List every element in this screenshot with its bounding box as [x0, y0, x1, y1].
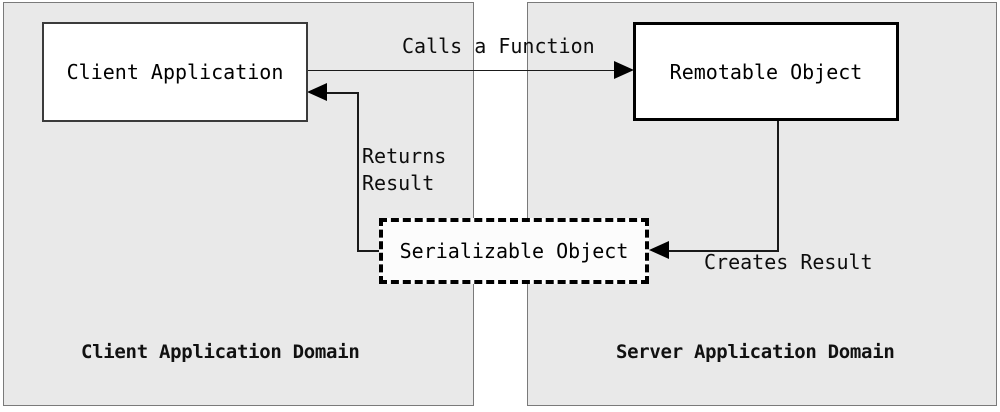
returns-result-connector-segment-vertical: [357, 92, 359, 252]
calls-a-function-connector-line: [308, 70, 618, 71]
remotable-object-node[interactable]: Remotable Object: [633, 22, 899, 121]
creates-result-connector-segment-horizontal: [668, 250, 779, 252]
client-application-node[interactable]: Client Application: [42, 22, 308, 122]
returns-result-label-line1: Returns: [362, 144, 447, 168]
creates-result-arrowhead-icon: [649, 241, 669, 259]
client-application-node-label: Client Application: [66, 60, 284, 84]
returns-result-label-line2: Result: [362, 171, 435, 195]
creates-result-label: Creates Result: [704, 250, 873, 274]
serializable-object-node[interactable]: Serializable Object: [379, 218, 649, 284]
calls-a-function-arrowhead-icon: [614, 61, 634, 79]
returns-result-connector-segment-top: [325, 92, 359, 94]
remotable-object-node-label: Remotable Object: [669, 59, 863, 84]
returns-result-arrowhead-icon: [307, 83, 327, 101]
server-application-domain-label: Server Application Domain: [616, 341, 895, 363]
returns-result-connector-segment-bottom: [357, 250, 381, 252]
serializable-object-node-label: Serializable Object: [399, 239, 629, 263]
calls-a-function-label: Calls a Function: [402, 34, 595, 58]
client-application-domain-label: Client Application Domain: [81, 341, 360, 363]
creates-result-connector-segment-vertical: [777, 120, 779, 252]
